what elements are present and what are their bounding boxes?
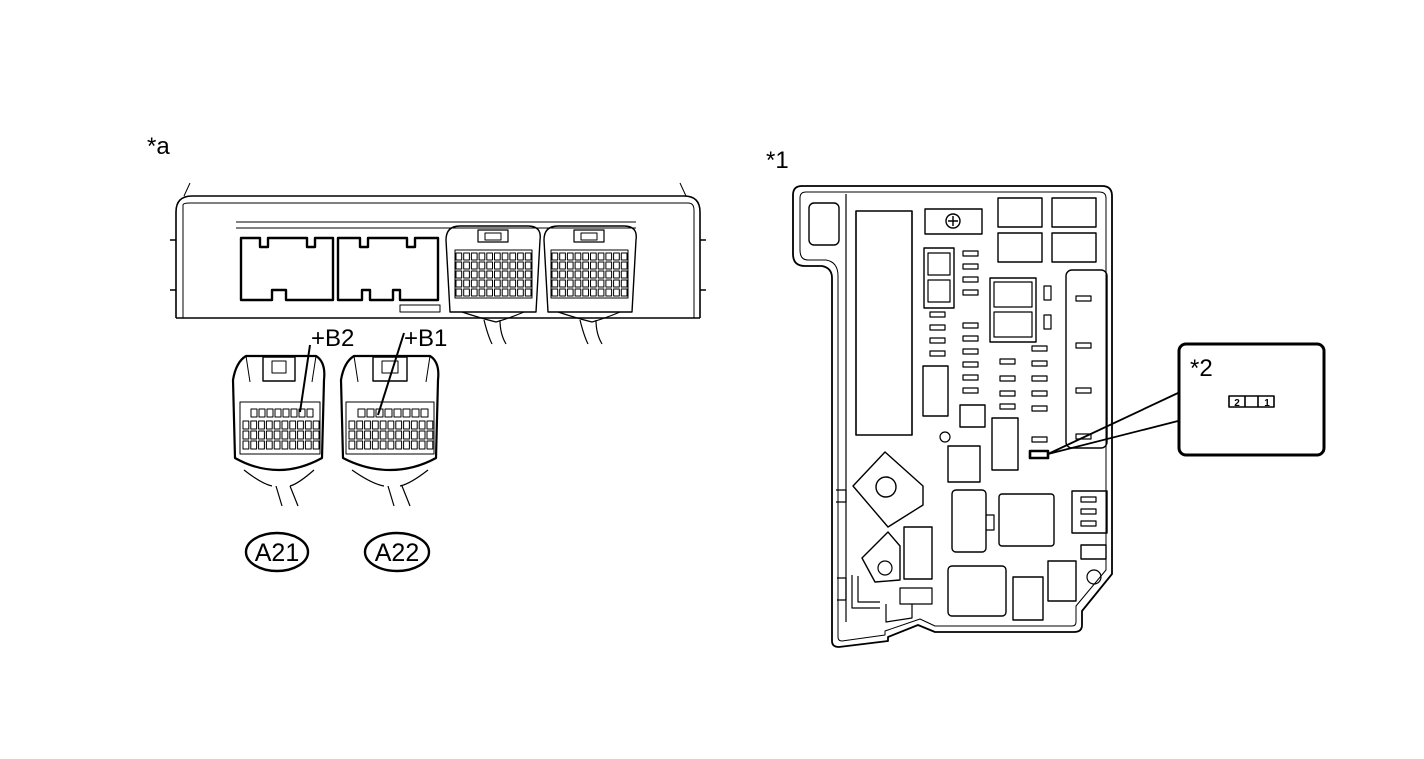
ecu-callout-label: *a: [147, 133, 170, 160]
fuse-block-large-relay: [855, 210, 913, 436]
ecu-corner-lines: [183, 182, 687, 197]
bolt-icon: [924, 208, 983, 235]
fuse-terminal-pair: [1228, 395, 1275, 408]
fuse-detail-callout: *2 2 1: [1177, 342, 1326, 457]
connector-a22-id-badge: [363, 531, 431, 573]
connector-a22-label: A22: [375, 539, 419, 567]
fuse-block-tab: [808, 202, 840, 246]
highlighted-fuse: [1028, 392, 1179, 460]
fuse-block-inner-outline: [799, 191, 1107, 642]
connector-a21-id-badge: [244, 531, 310, 573]
ecu-connector-rail: [236, 221, 636, 229]
fuse-detail-callout-label: *2: [1190, 355, 1213, 382]
leader-b1: [377, 332, 405, 416]
terminal-b2-label: +B2: [311, 325, 354, 352]
ecu-housing: [175, 195, 701, 318]
connector-a21: +B2 A21: [231, 325, 354, 573]
mini-fuse-slots: [929, 250, 1097, 527]
fuse-block-side-relay: [1065, 269, 1108, 449]
callout-leader: [1047, 392, 1179, 455]
terminal-b1-label: +B1: [404, 325, 447, 352]
ecu-socket-a21: [239, 236, 335, 302]
ecu-socket-a22: [336, 236, 440, 302]
fuse-block-outline: [792, 185, 1113, 648]
connector-pin-grids: [242, 252, 628, 450]
ecu-plugged-connector-right: [543, 225, 637, 345]
ecu-side-tabs: [170, 239, 706, 291]
leader-b2: [299, 344, 311, 413]
fuse-pin-2-label: 2: [1234, 398, 1240, 409]
ecu-housing-inner: [182, 202, 695, 318]
connector-a22: +B1 A22: [339, 325, 447, 573]
fuse-block: *1: [766, 147, 1113, 648]
fuse-pin-1-label: 1: [1264, 398, 1270, 409]
ecu-unit: *a: [147, 133, 706, 345]
fuse-block-callout-label: *1: [766, 147, 789, 174]
connector-a21-label: A21: [255, 539, 299, 567]
ecu-bottom-notch: [399, 304, 441, 313]
ecu-plugged-connector-left: [445, 225, 541, 345]
